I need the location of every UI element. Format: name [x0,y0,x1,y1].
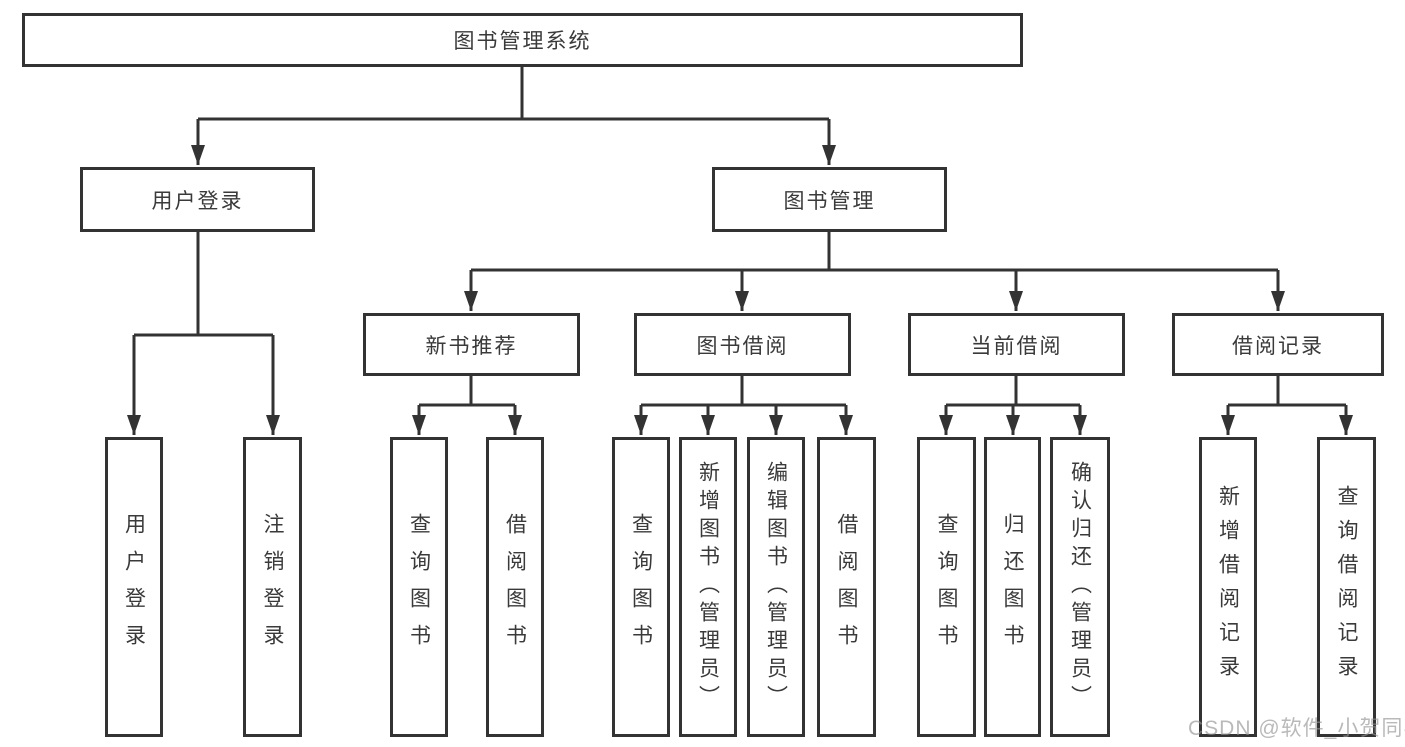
node-label: 查询图书 [629,513,653,661]
leaf-borrow-books-2: 借阅图书 [817,437,876,737]
node-new-book-recommend: 新书推荐 [363,313,580,376]
node-label: 新增借阅记录 [1216,485,1240,689]
node-book-management: 图书管理 [712,167,947,232]
leaf-borrow-books-1: 借阅图书 [486,437,544,737]
leaf-edit-books-admin: 编辑图书（管理员） [747,437,805,737]
node-current-borrow: 当前借阅 [908,313,1125,376]
connector-borrow-records [1221,376,1353,435]
connector-root-to-level2 [191,67,836,165]
connector-book-borrow [634,376,853,435]
node-label: 用户登录 [122,513,146,661]
leaf-logout: 注销登录 [243,437,302,737]
leaf-return-books: 归还图书 [984,437,1041,737]
node-label: 用户登录 [151,189,244,213]
node-label: 借阅图书 [503,513,527,661]
connector-new-books [412,376,522,435]
node-label: 图书管理系统 [453,30,592,53]
leaf-confirm-return-admin: 确认归还（管理员） [1050,437,1110,737]
node-label: 查询借阅记录 [1335,485,1358,689]
node-label: 查询图书 [935,513,958,661]
connector-current-borrow [939,376,1087,435]
leaf-query-books-1: 查询图书 [390,437,448,737]
node-label: 借阅图书 [835,513,858,661]
node-user-login: 用户登录 [80,167,315,232]
connector-user-login [127,232,280,435]
node-label: 注销登录 [261,513,284,661]
node-label: 查询图书 [407,513,431,661]
node-label: 编辑图书（管理员） [764,461,788,713]
leaf-query-borrow-record: 查询借阅记录 [1317,437,1376,737]
leaf-query-books-2: 查询图书 [612,437,670,737]
node-library-system: 图书管理系统 [22,13,1023,67]
node-label: 确认归还（管理员） [1068,461,1092,713]
csdn-watermark: CSDN @软件_小贺同学 [1188,717,1405,740]
leaf-query-books-3: 查询图书 [917,437,976,737]
node-label: 图书管理 [783,189,876,213]
node-label: 当前借阅 [970,334,1063,358]
leaf-user-login: 用户登录 [105,437,163,737]
node-borrow-records: 借阅记录 [1172,313,1384,376]
node-label: 归还图书 [1001,513,1024,661]
connector-book-mgmt [464,232,1285,311]
node-label: 新书推荐 [425,334,518,358]
node-label: 借阅记录 [1232,334,1324,358]
node-label: 图书借阅 [696,334,789,358]
leaf-add-books-admin: 新增图书（管理员） [679,437,737,737]
node-label: 新增图书（管理员） [696,461,720,713]
leaf-add-borrow-record: 新增借阅记录 [1199,437,1257,737]
node-book-borrowing: 图书借阅 [634,313,851,376]
